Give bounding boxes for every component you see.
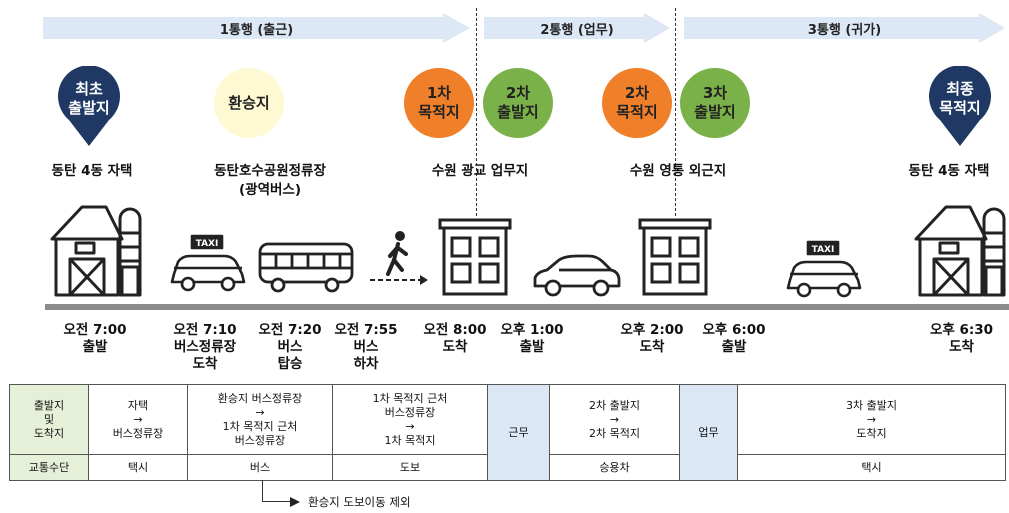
timeline-road — [45, 304, 1009, 310]
time-label: 오전 7:55 버스 하차 — [334, 322, 398, 372]
time-label: 오후 6:30 도착 — [929, 322, 994, 355]
mode-cell: 택시 — [737, 454, 1006, 481]
place-home-start: 동탄 4동 자택 — [51, 163, 133, 179]
dest2-label: 2차 목적지 — [616, 84, 658, 121]
phase-label-commute: 1통행 (출근) — [219, 23, 294, 38]
work-cell: 근무 — [487, 384, 550, 481]
mode-cell: 도보 — [332, 454, 488, 481]
first-origin-label: 최초 출발지 — [68, 80, 110, 117]
business-cell: 업무 — [679, 384, 738, 481]
mode-cell: 택시 — [88, 454, 188, 481]
phase-label-business: 2통행 (업무) — [540, 23, 614, 38]
header-origin-destination: 출발지 및 도착지 — [9, 384, 89, 455]
place-field: 수원 영통 외근지 — [629, 163, 727, 179]
route-cell: 자택 → 버스정류장 — [88, 384, 188, 455]
dest1-label: 1차 목적지 — [418, 84, 460, 121]
barn-house-icon — [50, 205, 142, 297]
dest1-marker: 1차 목적지 — [404, 68, 474, 138]
mode-cell: 승용차 — [549, 454, 680, 481]
time-label: 오후 6:00 출발 — [702, 322, 766, 355]
phase-arrow-business: 2통행 (업무) — [484, 13, 670, 43]
taxi-icon: TAXI — [786, 240, 862, 298]
walking-person-icon — [370, 231, 428, 285]
place-office: 수원 광교 업무지 — [431, 163, 529, 179]
place-home-end: 동탄 4동 자택 — [908, 163, 990, 179]
place-bus-stop: 동탄호수공원정류장 (광역버스) — [214, 163, 326, 198]
divider-line — [675, 8, 676, 216]
arrow-right-icon — [290, 497, 300, 507]
taxi-icon: TAXI — [170, 234, 246, 292]
final-dest-label: 최종 목적지 — [939, 80, 981, 117]
taxi-sign-text: TAXI — [196, 239, 219, 249]
header-transport-mode: 교통수단 — [9, 454, 89, 481]
barn-house-icon — [914, 205, 1006, 297]
office-building-icon — [438, 218, 512, 296]
time-label: 오후 2:00 도착 — [620, 322, 684, 355]
phase-arrow-return: 3통행 (귀가) — [684, 13, 1005, 43]
time-label: 오전 7:10 버스정류장 도착 — [173, 322, 237, 372]
transfer-marker: 환승지 — [214, 68, 284, 138]
route-cell: 3차 출발지 → 도착지 — [737, 384, 1006, 455]
phase-arrow-commute: 1통행 (출근) — [43, 13, 470, 43]
time-label: 오전 7:20 버스 탑승 — [258, 322, 322, 372]
footnote-connector — [262, 480, 292, 502]
map-pin-icon — [929, 65, 991, 146]
map-pin-icon — [58, 65, 120, 146]
time-label: 오후 1:00 출발 — [500, 322, 564, 355]
taxi-sign-text: TAXI — [812, 245, 835, 255]
origin3-label: 3차 출발지 — [694, 84, 736, 121]
car-icon — [533, 254, 621, 297]
divider-line — [476, 8, 477, 216]
arrow-shape — [484, 13, 670, 43]
origin2-marker: 2차 출발지 — [483, 68, 553, 138]
dest2-marker: 2차 목적지 — [602, 68, 672, 138]
origin3-marker: 3차 출발지 — [680, 68, 750, 138]
final-dest-pin: 최종 목적지 — [928, 65, 992, 146]
time-label: 오전 8:00 도착 — [423, 322, 487, 355]
arrow-shape — [684, 13, 1005, 43]
office-building-icon — [638, 218, 712, 296]
route-cell: 환승지 버스정류장 → 1차 목적지 근처 버스정류장 — [187, 384, 333, 455]
bus-icon — [258, 242, 354, 293]
phase-label-return: 3통행 (귀가) — [807, 23, 882, 38]
arrow-shape — [43, 13, 470, 43]
trip-table: 출발지 및 도착지 자택 → 버스정류장 환승지 버스정류장 → 1차 목적지 … — [9, 384, 1006, 481]
footnote-text: 환승지 도보이동 제외 — [308, 495, 411, 509]
route-cell: 2차 출발지 → 2차 목적지 — [549, 384, 680, 455]
origin2-label: 2차 출발지 — [497, 84, 539, 121]
transfer-label: 환승지 — [228, 93, 270, 112]
mode-cell: 버스 — [187, 454, 333, 481]
time-label: 오전 7:00 출발 — [63, 322, 127, 355]
route-cell: 1차 목적지 근처 버스정류장 → 1차 목적지 — [332, 384, 488, 455]
first-origin-pin: 최초 출발지 — [57, 65, 121, 146]
